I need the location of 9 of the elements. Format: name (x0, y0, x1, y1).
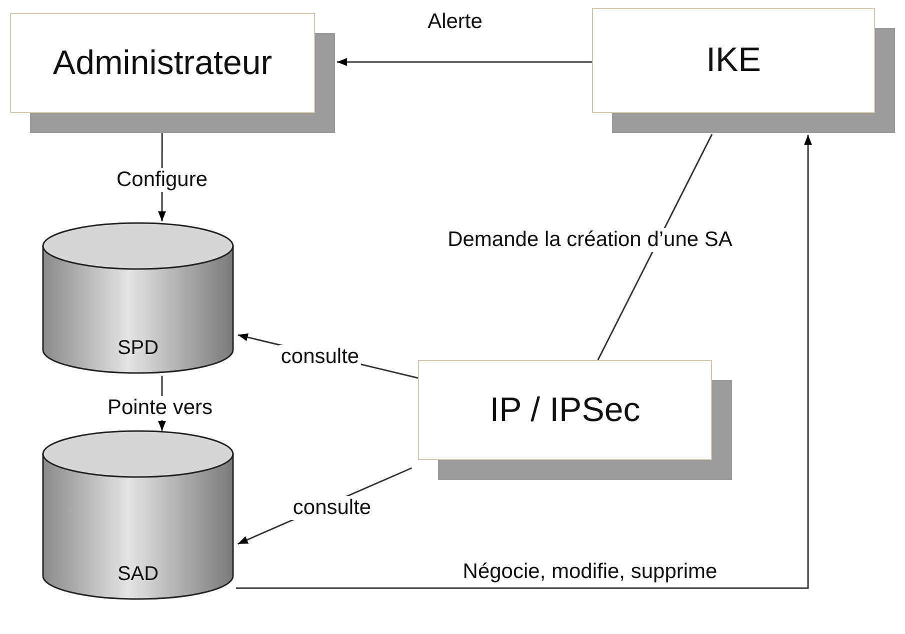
database-cylinder (42, 222, 234, 374)
node-label: SPD (116, 337, 160, 360)
node-label: IP / IPSec (490, 390, 640, 430)
edge-label: consulte (290, 496, 374, 520)
node-label: Administrateur (52, 44, 272, 82)
node-label: IKE (706, 41, 761, 80)
arrow (236, 134, 812, 589)
node-label: SAD (116, 563, 160, 586)
database-cylinder (42, 430, 234, 600)
